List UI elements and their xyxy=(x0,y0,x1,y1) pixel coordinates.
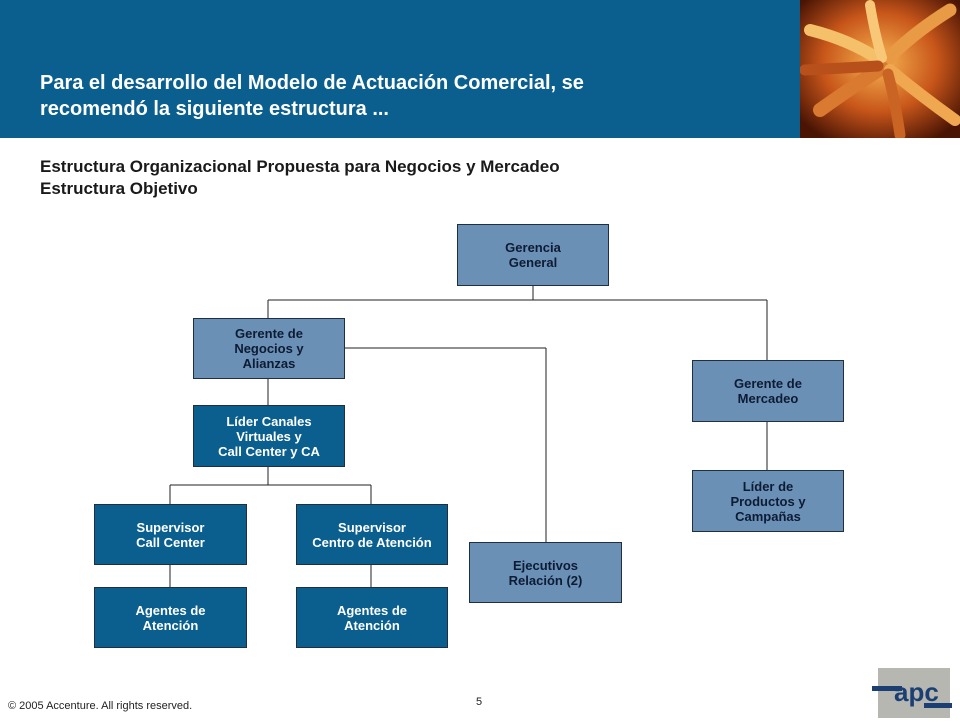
hands-photo xyxy=(800,0,960,138)
org-box-supervisor-centro-atencion: Supervisor Centro de Atención xyxy=(296,504,448,565)
section-subtitle: Estructura Organizacional Propuesta para… xyxy=(40,157,560,198)
org-box-gerente-negocios: Gerente de Negocios y Alianzas xyxy=(193,318,345,379)
org-box-lider-productos: Líder de Productos y Campañas xyxy=(692,470,844,532)
org-box-gerencia-general: Gerencia General xyxy=(457,224,609,286)
page-title: Para el desarrollo del Modelo de Actuaci… xyxy=(40,72,584,120)
apc-logo: apc xyxy=(872,668,952,718)
page-number: 5 xyxy=(476,696,483,708)
hands-image xyxy=(800,0,960,138)
org-box-agentes-atencion-2: Agentes de Atención xyxy=(296,587,448,648)
org-box-agentes-atencion-1: Agentes de Atención xyxy=(94,587,247,648)
logo-text: apc xyxy=(894,677,939,707)
org-box-ejecutivos-relacion: Ejecutivos Relación (2) xyxy=(469,542,622,603)
org-box-lider-canales: Líder Canales Virtuales y Call Center y … xyxy=(193,405,345,467)
apc-logo-icon: apc xyxy=(872,668,952,718)
header-banner: Para el desarrollo del Modelo de Actuaci… xyxy=(0,0,800,138)
copyright-text: © 2005 Accenture. All rights reserved. xyxy=(8,700,193,712)
org-box-supervisor-call-center: Supervisor Call Center xyxy=(94,504,247,565)
org-box-gerente-mercadeo: Gerente de Mercadeo xyxy=(692,360,844,422)
